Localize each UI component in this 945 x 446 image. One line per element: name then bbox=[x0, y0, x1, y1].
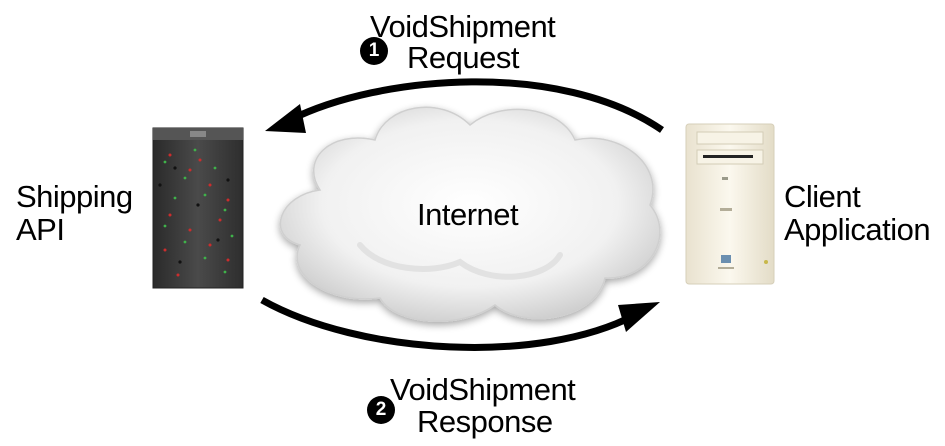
response-arrow bbox=[260, 296, 660, 351]
cloud-icon bbox=[279, 106, 661, 322]
request-arrow bbox=[265, 78, 664, 133]
step-1-badge: 1 bbox=[360, 37, 388, 65]
server-label-line1: Shipping bbox=[16, 179, 133, 214]
step-1-label-line2: Request bbox=[407, 40, 519, 75]
step-2-label-line1: VoidShipment bbox=[390, 372, 576, 407]
desktop-tower-icon bbox=[685, 123, 775, 285]
internet-label: Internet bbox=[417, 197, 519, 232]
client-label-line2: Application bbox=[784, 212, 931, 247]
step-2-badge: 2 bbox=[367, 396, 395, 424]
server-label: Shipping API bbox=[16, 180, 133, 246]
step-1-label-line1: VoidShipment bbox=[370, 9, 556, 44]
server-label-line2: API bbox=[16, 212, 65, 247]
step-2-label-line2: Response bbox=[417, 404, 553, 439]
client-label-line1: Client bbox=[784, 179, 861, 214]
server-rack-icon bbox=[152, 127, 244, 289]
client-label: Client Application bbox=[784, 179, 931, 247]
